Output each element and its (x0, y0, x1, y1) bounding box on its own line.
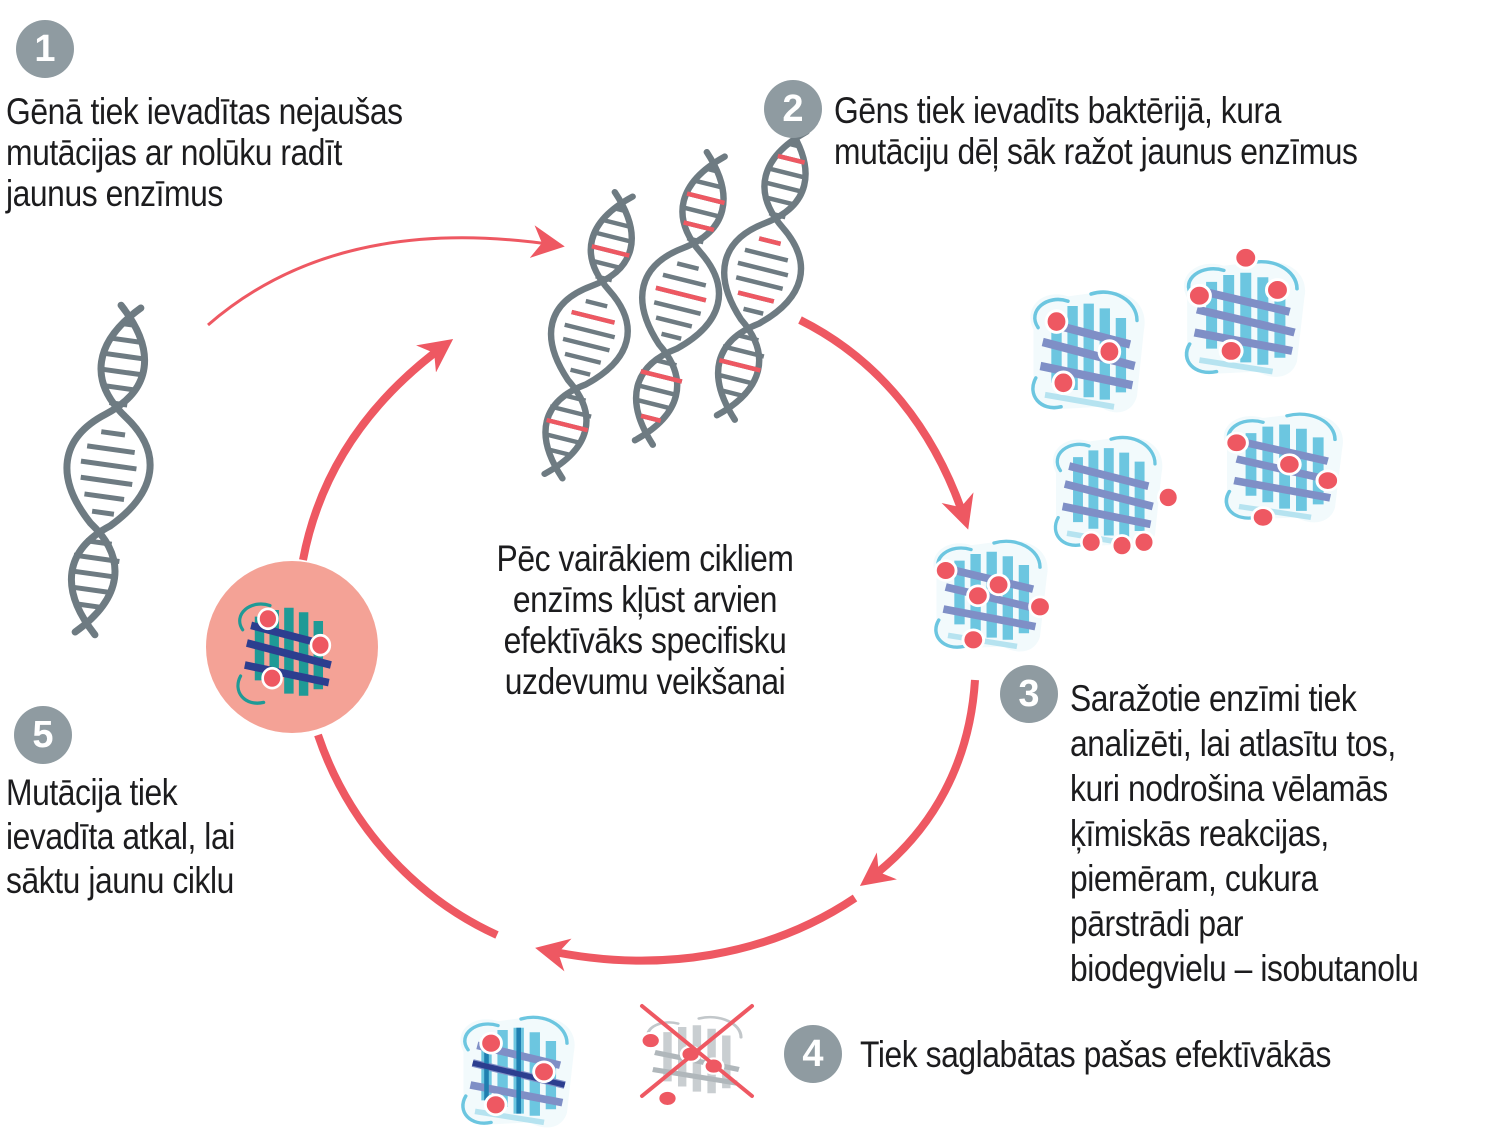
enzyme-protein-icon (1053, 437, 1180, 558)
cross-mark-icon (640, 1004, 754, 1098)
step-2-badge: 2 (764, 80, 822, 138)
enzyme-protein-icon (1030, 291, 1144, 412)
enzyme-protein-icon (1184, 245, 1305, 377)
enzyme-protein-icon (1224, 413, 1343, 529)
step-3-text: Saražotie enzīmi tiek analizēti, lai atl… (1070, 678, 1419, 989)
rejected-enzyme-icon (639, 1017, 741, 1108)
center-caption: Pēc vairākiem cikliem enzīms kļūst arvie… (496, 538, 794, 702)
step-2-text: Gēns tiek ievadīts baktērijā, kura mutāc… (834, 90, 1358, 172)
arrow-step3-to-step4 (535, 894, 858, 972)
step-3-badge: 3 (1000, 665, 1058, 723)
dna-helix-icon (516, 185, 660, 485)
step-1-text: Gēnā tiek ievadītas nejaušas mutācijas a… (6, 91, 403, 214)
dna-helix-icon (607, 145, 753, 452)
arrow-step4-to-step5 (314, 733, 499, 939)
enzyme-protein-icon (933, 541, 1050, 652)
step-1-badge: 1 (16, 20, 74, 78)
arrow-step3-down (859, 679, 979, 887)
step-5-badge: 5 (14, 706, 72, 764)
arrow-step1-to-step2 (207, 225, 565, 327)
step-5-text: Mutācija tiek ievadīta atkal, lai sāktu … (6, 772, 235, 901)
step-4-text: Tiek saglabātas pašas efektīvākās (860, 1034, 1332, 1075)
step-4-badge: 4 (784, 1025, 842, 1083)
enzyme-protein-icon (460, 1017, 574, 1128)
arrow-step2-to-step3 (798, 316, 974, 530)
dna-helix-icon (44, 301, 172, 639)
arrow-step5-to-step2 (299, 339, 454, 561)
dna-helix-icon (689, 120, 835, 427)
